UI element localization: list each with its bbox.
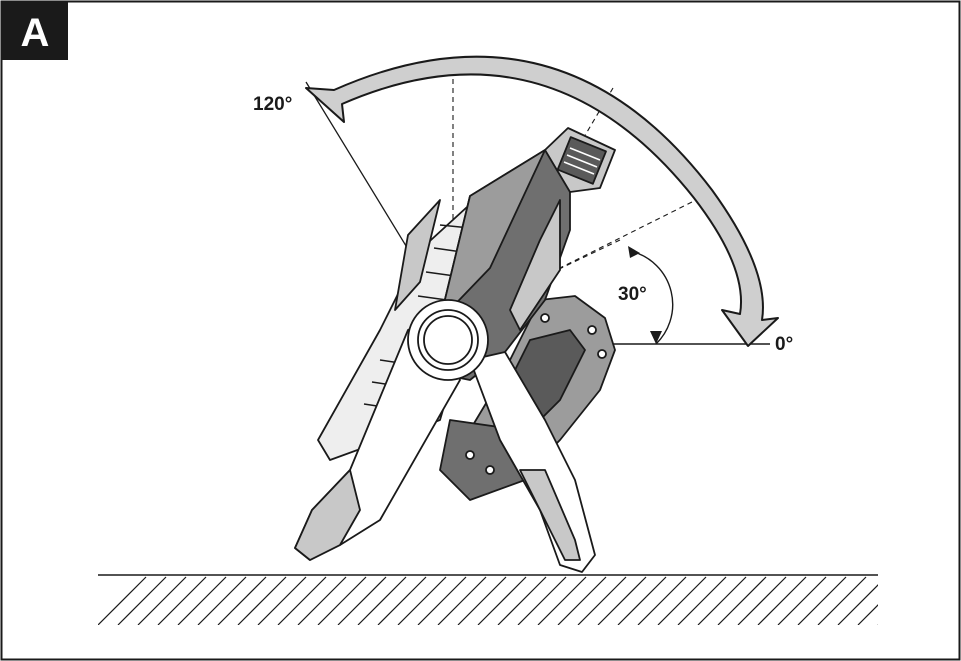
ground-hatch-line (837, 584, 878, 625)
ground-hatch-line (797, 576, 847, 625)
ground-hatch-line (437, 576, 487, 625)
angle-label-120: 120° (253, 94, 292, 115)
ground-hatch-line (918, 577, 961, 625)
ground-hatch-line (457, 576, 507, 625)
ground-hatch-line (357, 576, 407, 625)
ground-hatch-line (98, 576, 147, 625)
figure-badge-letter: A (21, 11, 50, 55)
ground-hatch-line (377, 576, 427, 625)
ground-hatch-line (697, 576, 747, 625)
ground-hatch-line (237, 576, 287, 625)
ground-hatch-line (617, 576, 667, 625)
ground-hatch-line (857, 604, 878, 625)
ground-hatch-line (257, 576, 307, 625)
angle-label-30: 30° (618, 284, 647, 305)
figure-badge: A (2, 2, 68, 60)
ground-hatch-line (557, 576, 607, 625)
ground-hatch-line (717, 576, 767, 625)
ground-hatch-line (217, 576, 267, 625)
lamp-ribbed-back (394, 199, 441, 311)
ground-hatch-line (297, 576, 347, 625)
arc-30-arrowhead-bottom (650, 331, 662, 344)
work-light-device (294, 127, 616, 573)
ground-hatch-line (577, 576, 627, 625)
ground-hatch-line (657, 576, 707, 625)
arc-30-degrees (633, 251, 674, 345)
ground-hatch-line (898, 577, 946, 625)
line-30-dashed (519, 197, 701, 289)
ground-hatch-line (317, 576, 367, 625)
ground-surface (98, 574, 961, 625)
ground-hatch-line (177, 576, 227, 625)
ground-hatch-line (737, 576, 787, 625)
pivot-knob (407, 299, 489, 381)
ground-hatch-line (637, 576, 687, 625)
ground-hatch-line (197, 576, 247, 625)
ground-hatch-line (817, 576, 867, 625)
ground-hatch-line (137, 576, 187, 625)
tilt-range-arrow (305, 55, 779, 347)
ground-hatch-line (157, 576, 207, 625)
ground-hatch-line (537, 576, 587, 625)
ground-hatch-line (877, 624, 878, 625)
ground-hatch-line (517, 576, 567, 625)
ground-hatch-line (277, 576, 327, 625)
handle-grip (556, 136, 607, 185)
arc-30-arrowhead-top (628, 246, 640, 258)
ground-hatch-line (757, 576, 807, 625)
ground-hatch-line (477, 576, 527, 625)
ground-hatch-line (117, 576, 167, 625)
ground-hatch-line (337, 576, 387, 625)
ground-hatch-line (777, 576, 827, 625)
ground-hatch-line (417, 576, 467, 625)
ground-hatch-line (397, 576, 447, 625)
angle-label-0: 0° (775, 334, 793, 355)
ground-hatch-line (597, 576, 647, 625)
ground-hatch-line (677, 576, 727, 625)
ground-hatch-line (497, 576, 547, 625)
